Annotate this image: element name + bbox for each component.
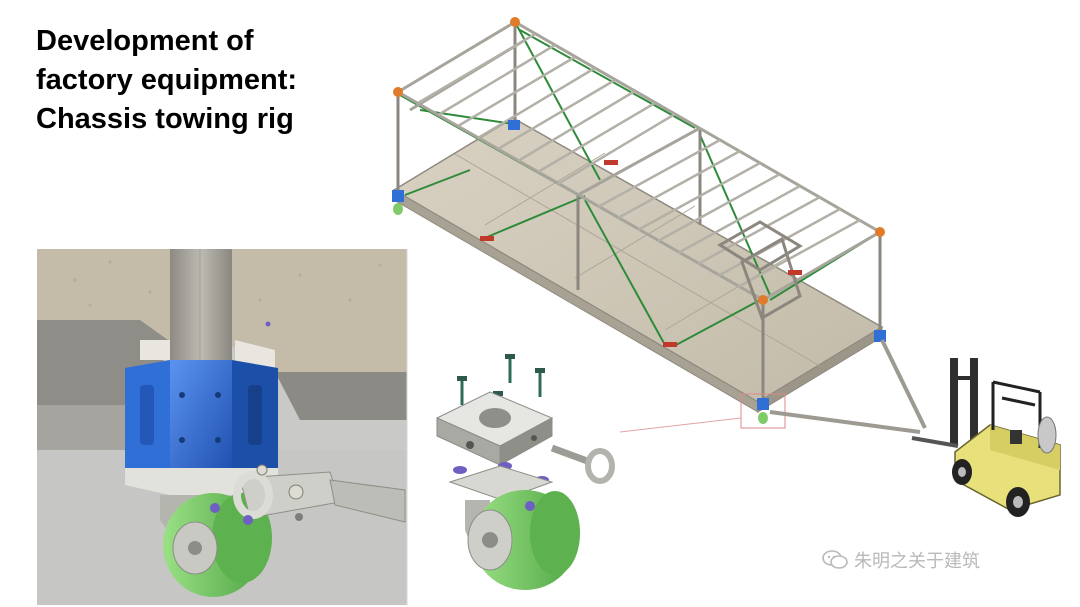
rig-floor bbox=[392, 117, 884, 413]
exploded-caster-view bbox=[435, 354, 615, 590]
corner-detail-inset bbox=[37, 249, 408, 605]
rig-red-plates bbox=[480, 160, 802, 347]
rig-corner-blocks bbox=[392, 120, 886, 424]
rig-hatch bbox=[717, 220, 803, 321]
detail-highlight-box bbox=[740, 393, 786, 429]
slide-title: Development of factory equipment: Chassi… bbox=[36, 22, 297, 139]
wechat-icon bbox=[822, 550, 848, 569]
detail-pointer-line bbox=[619, 417, 742, 433]
chassis-rig bbox=[392, 17, 927, 434]
watermark-text: 朱明之关于建筑 bbox=[854, 551, 980, 572]
title-line-1: Development of bbox=[36, 25, 254, 57]
title-line-2: factory equipment: bbox=[36, 64, 298, 96]
forklift bbox=[911, 358, 1061, 517]
watermark: 朱明之关于建筑 bbox=[822, 547, 980, 573]
tow-bars bbox=[769, 339, 927, 434]
title-line-3: Chassis towing rig bbox=[36, 103, 294, 135]
rig-joints bbox=[393, 17, 885, 305]
rig-roof-crossbars bbox=[417, 32, 861, 289]
